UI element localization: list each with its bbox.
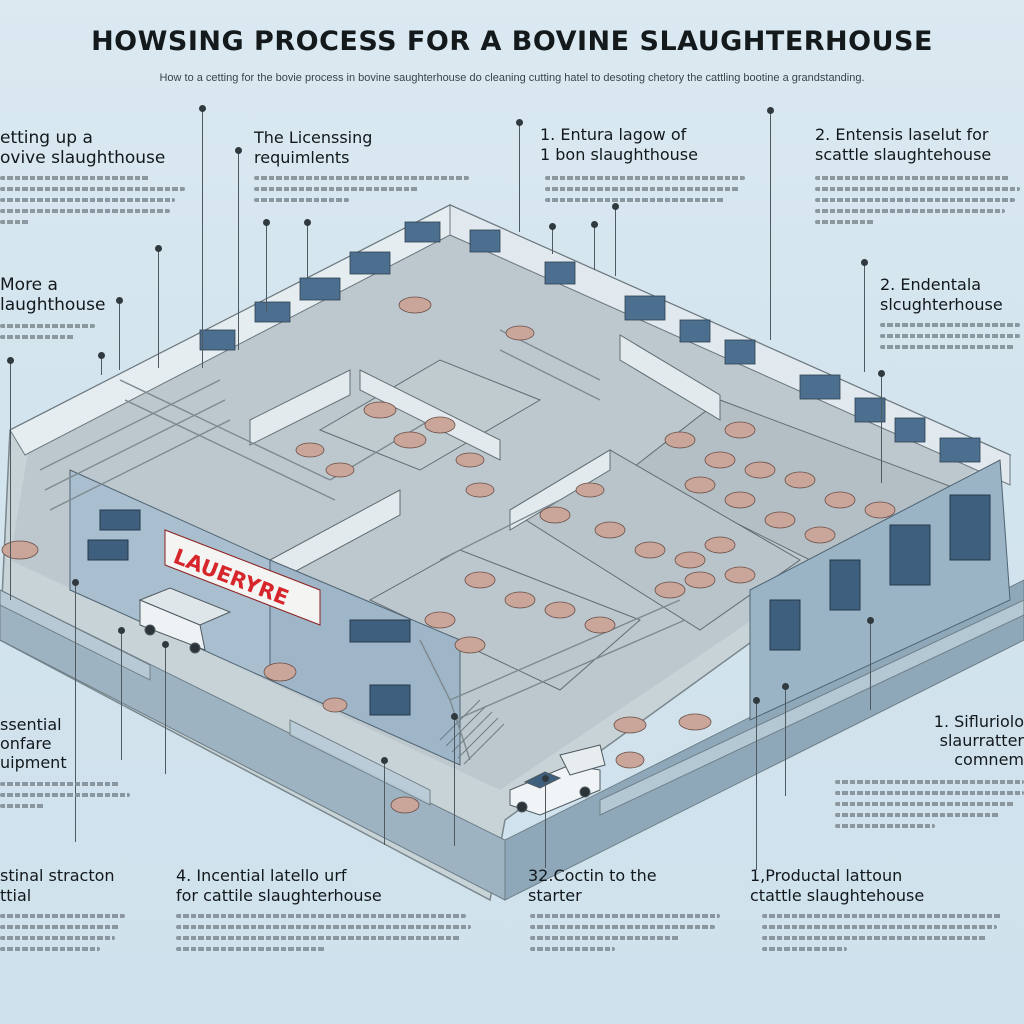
- callout-licensing: The Licenssing requimlents: [254, 128, 372, 168]
- callout-body: [0, 782, 130, 815]
- callout-line: comnem: [954, 750, 1024, 769]
- callout-line: ssential: [0, 715, 62, 734]
- callout-line: 1. Sifluriolo: [933, 712, 1024, 731]
- callout-body: [176, 914, 471, 958]
- callout-body: [0, 914, 125, 958]
- callout-line: requimlents: [254, 148, 350, 167]
- callout-body: [545, 176, 745, 209]
- partition-5: [509, 449, 611, 531]
- callout-line: ctattle slaughtehouse: [750, 886, 925, 905]
- callout-enture-layout: 1. Entura lagow of 1 bon slaughthouse: [540, 125, 698, 165]
- callout-setting-up: etting up a ovive slaughthouse: [0, 128, 165, 168]
- callout-more-slaughterhouse: More a laughthouse: [0, 275, 105, 315]
- callout-line: uipment: [0, 753, 67, 772]
- callout-incential: 4. Incential latello urf for cattile sla…: [176, 866, 382, 906]
- partition-2: [249, 369, 351, 446]
- callout-line: for cattile slaughterhouse: [176, 886, 382, 905]
- callout-line: More a: [0, 275, 58, 295]
- leader-line: [7, 357, 14, 600]
- page-title: HOWSING PROCESS FOR A BOVINE SLAUGHTERHO…: [91, 26, 933, 57]
- leader-line: [516, 119, 523, 232]
- leader-line: [381, 757, 388, 845]
- callout-entensis-layout: 2. Entensis laselut for scattle slaughte…: [815, 125, 991, 165]
- callout-line: slcughterhouse: [880, 295, 1003, 314]
- callout-line: starter: [528, 886, 582, 905]
- leader-line: [878, 370, 885, 483]
- callout-cost: 32.Coctin to the starter: [528, 866, 657, 906]
- callout-sifluriolo: 1. Sifluriolo slaurratter comnem: [912, 712, 1024, 769]
- sign-board: [164, 529, 321, 626]
- callout-body: [815, 176, 1020, 231]
- callout-body: [254, 176, 469, 209]
- leader-line: [116, 297, 123, 370]
- callout-line: 4. Incential latello urf: [176, 866, 347, 885]
- callout-line: ttial: [0, 886, 32, 905]
- callout-line: stinal stracton: [0, 866, 115, 885]
- leader-line: [162, 641, 169, 774]
- leader-line: [235, 147, 242, 350]
- callout-essential-equipment: ssential onfare uipment: [0, 715, 67, 772]
- leader-line: [767, 107, 774, 340]
- callout-body: [835, 780, 1024, 835]
- callout-body: [0, 324, 95, 346]
- callout-line: scattle slaughtehouse: [815, 145, 992, 164]
- callout-line: etting up a: [0, 128, 93, 148]
- callout-body: [0, 176, 185, 231]
- leader-line: [591, 221, 598, 270]
- leader-line: [118, 627, 125, 760]
- leader-line: [72, 579, 79, 842]
- cattle-group: [1, 296, 896, 814]
- front-windows: [87, 494, 991, 716]
- callout-line: 32.Coctin to the: [528, 866, 657, 885]
- leader-line: [612, 203, 619, 276]
- page-subtitle: How to a cetting for the bovie process i…: [159, 72, 865, 84]
- callout-line: 1 bon slaughthouse: [540, 145, 698, 164]
- leader-line: [155, 245, 162, 368]
- leader-line: [782, 683, 789, 796]
- leader-line: [199, 105, 206, 368]
- callout-structure: stinal stracton ttial: [0, 866, 115, 906]
- pickup-truck: [509, 744, 606, 816]
- right-wall-face: [749, 459, 1011, 721]
- callout-line: ovive slaughthouse: [0, 148, 166, 168]
- pen-block-lower: [368, 549, 641, 691]
- callout-line: The Licenssing: [254, 128, 373, 147]
- partition-3: [359, 369, 501, 461]
- stairs: [439, 699, 505, 765]
- leader-line: [549, 223, 556, 254]
- callout-body: [880, 323, 1020, 356]
- callout-endentale: 2. Endentala slcughterhouse: [880, 275, 1003, 315]
- leader-line: [304, 219, 311, 277]
- callout-body: [762, 914, 1002, 958]
- partition-1: [619, 334, 721, 421]
- callout-line: slaurratter: [939, 731, 1024, 750]
- leader-line: [861, 259, 868, 372]
- callout-line: 2. Endentala: [880, 275, 982, 294]
- callout-line: 1. Entura lagow of: [540, 125, 687, 144]
- leader-line: [263, 219, 270, 312]
- leader-line: [867, 617, 874, 710]
- callout-line: laughthouse: [0, 295, 106, 315]
- callout-line: 2. Entensis laselut for: [815, 125, 989, 144]
- leader-line: [542, 775, 549, 868]
- railings: [39, 329, 686, 761]
- leader-line: [451, 713, 458, 846]
- leader-line: [98, 352, 105, 375]
- leader-line: [753, 697, 760, 870]
- callout-line: onfare: [0, 734, 52, 753]
- van: [138, 587, 232, 654]
- callout-productal: 1,Productal lattoun ctattle slaughtehous…: [750, 866, 924, 906]
- callout-line: 1,Productal lattoun: [750, 866, 903, 885]
- window-strip-right: [469, 229, 981, 463]
- callout-body: [530, 914, 720, 958]
- window-strip-left: [199, 221, 441, 351]
